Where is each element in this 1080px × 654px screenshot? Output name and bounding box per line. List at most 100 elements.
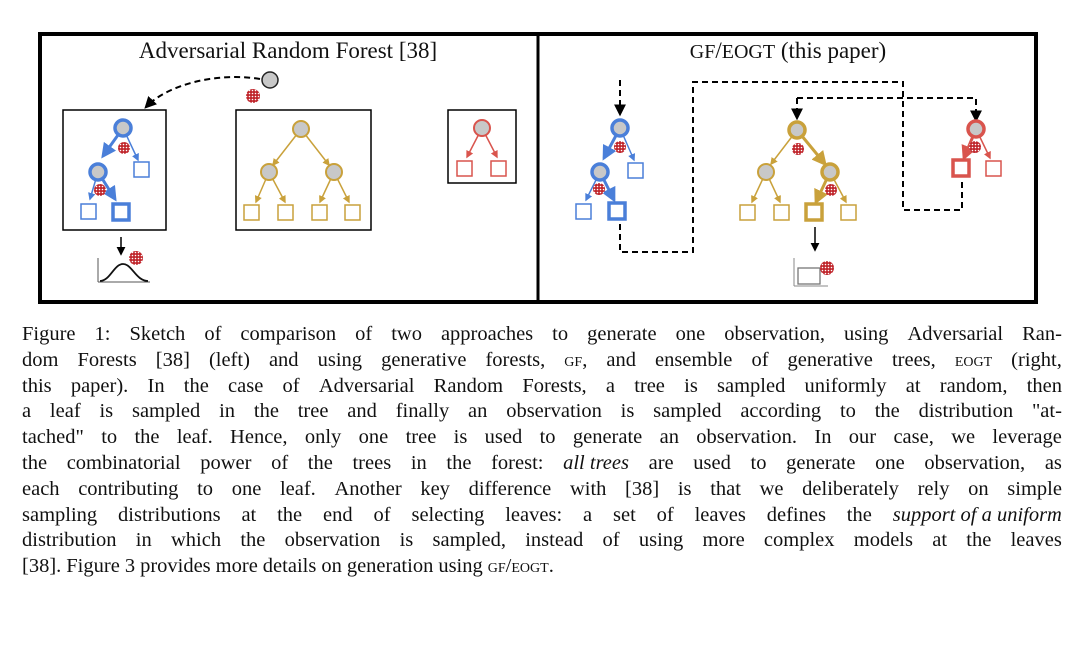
caption-word: is <box>453 426 468 449</box>
caption-word: is <box>620 400 635 423</box>
tree-leaf <box>575 203 592 220</box>
caption-word: of <box>204 323 222 345</box>
caption-word: ensemble <box>654 348 733 371</box>
figure-1: Adversarial Random Forest [38] <box>38 32 1038 304</box>
caption-word: combinatorial <box>66 451 181 474</box>
uniform-box-icon <box>793 258 834 287</box>
caption-word: one <box>875 451 905 474</box>
caption-word: a <box>583 503 593 526</box>
caption-word: leaf <box>49 400 81 423</box>
caption-word: generate <box>587 323 657 345</box>
caption-word: an <box>659 426 679 449</box>
observation-icon <box>792 143 804 155</box>
caption-word: at <box>905 374 921 397</box>
caption-word: generative <box>787 348 873 371</box>
tree-node <box>590 162 610 182</box>
caption-word: a <box>605 374 615 397</box>
caption-word: on <box>321 555 342 578</box>
caption-word: using <box>638 529 684 552</box>
tree-leaf <box>243 204 260 221</box>
caption-word: [38] <box>625 477 660 500</box>
caption-word: Random <box>433 374 504 397</box>
caption-word: is <box>684 374 698 397</box>
caption-word: which <box>171 529 222 552</box>
caption-word: 1: <box>94 323 111 345</box>
caption-word: that <box>710 477 741 500</box>
caption-word: tree <box>297 400 329 423</box>
caption-word: tached" <box>22 426 84 449</box>
observation-icon <box>820 261 834 275</box>
tree-leaf <box>80 203 97 220</box>
caption-word: trees <box>352 451 392 474</box>
caption-word: distribution <box>22 529 117 552</box>
caption-word: [38]. <box>22 555 62 578</box>
tree-leaf <box>773 204 790 221</box>
tree-node <box>966 119 986 139</box>
root-node-icon <box>261 71 279 89</box>
observation-icon <box>825 184 837 196</box>
caption-word: instead <box>525 529 584 552</box>
caption-word: provides <box>140 555 211 578</box>
caption-word: the <box>446 451 472 474</box>
caption-word: complex <box>763 529 835 552</box>
caption-word: tree <box>634 374 665 397</box>
caption-word: case <box>228 374 264 397</box>
caption-word: one <box>358 426 389 449</box>
caption-word: Forests <box>77 348 137 371</box>
caption-word: (left) <box>208 348 250 371</box>
tree-leaf <box>277 204 294 221</box>
caption-word: distribution <box>918 400 1014 423</box>
tree-box <box>447 109 517 184</box>
caption-word: the <box>134 426 160 449</box>
caption-word: forest: <box>491 451 544 474</box>
observation-icon <box>94 184 106 196</box>
caption-word: of <box>751 348 769 371</box>
caption-word: a <box>22 400 32 423</box>
caption-word: one <box>231 477 262 500</box>
caption-word: gf, <box>564 348 588 371</box>
caption-word: to <box>839 400 856 423</box>
caption-word: contributing <box>78 477 179 500</box>
caption-word: sampled <box>653 400 722 423</box>
caption-word: power <box>200 451 252 474</box>
tree-node <box>325 163 343 181</box>
tree-leaf <box>311 204 328 221</box>
caption-word: eogt <box>954 348 993 371</box>
caption-word: to <box>750 451 767 474</box>
caption-word: observation, <box>924 451 1026 474</box>
caption-word: is <box>677 477 692 500</box>
left-red-tree <box>447 109 517 184</box>
caption-word: an <box>468 400 488 423</box>
tree-leaf <box>344 204 361 221</box>
caption-word: all trees <box>563 451 629 474</box>
caption-word: uniformly <box>804 374 887 397</box>
left-panel-title: Adversarial Random Forest [38] <box>139 38 437 63</box>
observation-icon <box>593 183 605 195</box>
caption-word: "at- <box>1031 400 1062 423</box>
right-panel: GF/EOGT (this paper) <box>575 38 1002 287</box>
caption-word: Figure <box>66 555 120 578</box>
caption-word: Ran- <box>1022 323 1062 345</box>
caption-word: of <box>373 503 391 526</box>
caption-word: the <box>277 503 303 526</box>
caption-word: models <box>853 529 913 552</box>
caption-word: each <box>22 477 60 500</box>
caption-word: Another <box>334 477 402 500</box>
caption-word: using <box>438 555 483 578</box>
observation-icon <box>118 142 130 154</box>
caption-word: finally <box>395 400 450 423</box>
caption-word: using <box>844 323 889 345</box>
caption-word: we <box>951 426 976 449</box>
caption-word: generation <box>346 555 434 578</box>
caption-word: sampled <box>131 400 201 423</box>
caption-word: and <box>268 348 299 371</box>
caption-word: In <box>814 426 832 449</box>
